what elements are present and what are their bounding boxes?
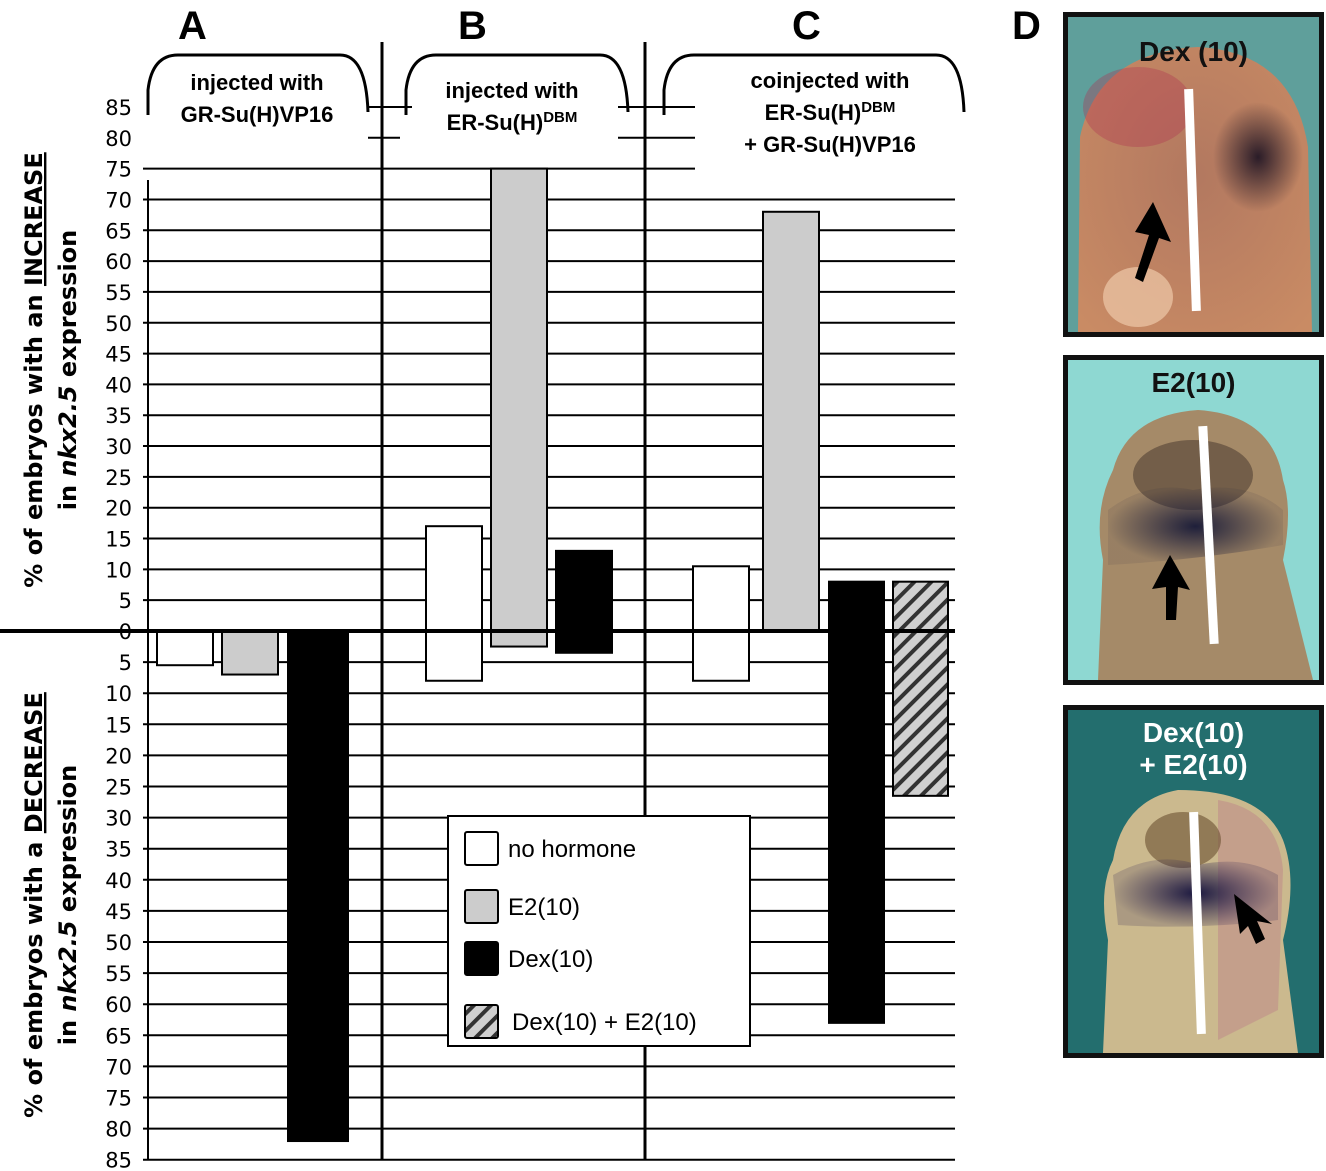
y-tick-label: 5 <box>119 589 132 613</box>
bar-increase <box>555 549 613 632</box>
legend-swatch <box>464 831 499 866</box>
arrow-icon <box>1152 555 1190 620</box>
y-tick-label: 10 <box>105 682 132 706</box>
y-tick-label: 25 <box>105 776 132 800</box>
y-tick-label: 45 <box>105 900 132 924</box>
y-tick-label: 55 <box>105 281 132 305</box>
panel-label: ER-Su(H)DBM <box>447 109 578 136</box>
y-tick-label: 30 <box>105 807 132 831</box>
axis-title-line1: % of embryos with an INCREASE <box>20 152 48 587</box>
panel-brace <box>404 53 630 115</box>
y-tick-label: 60 <box>105 250 132 274</box>
arrow-icon <box>1234 894 1272 944</box>
y-tick-label: 85 <box>105 1149 132 1171</box>
bar-decrease <box>221 630 279 676</box>
panel-letter-c: C <box>792 4 821 48</box>
y-tick-label: 65 <box>105 219 132 243</box>
panel-label: coinjected with <box>751 68 910 93</box>
y-tick-label: 10 <box>105 558 132 582</box>
bar-decrease <box>692 630 750 682</box>
arrow-icon <box>1135 202 1171 282</box>
y-tick-label: 35 <box>105 404 132 428</box>
y-tick-label: 65 <box>105 1024 132 1048</box>
embryo-photo-dex-e2: Dex(10) + E2(10) <box>1063 705 1324 1058</box>
labels: 8580757065605550454035302520151050510152… <box>20 68 916 1171</box>
bars <box>156 167 949 1143</box>
bar-decrease <box>828 630 885 1024</box>
y-tick-label: 60 <box>105 993 132 1017</box>
photo-label: E2(10) <box>1151 367 1236 398</box>
bar-decrease <box>892 630 949 797</box>
y-tick-label: 35 <box>105 838 132 862</box>
axis-title-line1: % of embryos with a DECREASE <box>20 692 48 1118</box>
y-tick-label: 75 <box>105 158 132 182</box>
y-tick-label: 30 <box>105 435 132 459</box>
y-tick-label: 50 <box>105 312 132 336</box>
panel-letter-b: B <box>458 4 487 48</box>
y-tick-label: 70 <box>105 1055 132 1079</box>
y-tick-label: 40 <box>105 373 132 397</box>
y-tick-label: 85 <box>105 96 132 120</box>
bar-decrease <box>490 630 548 648</box>
bar-increase <box>828 580 885 632</box>
panel-brace <box>146 53 370 115</box>
legend-label: E2(10) <box>508 894 580 921</box>
y-tick-label: 45 <box>105 343 132 367</box>
bar-increase <box>892 580 949 632</box>
y-tick-label: 55 <box>105 962 132 986</box>
bar-decrease <box>287 630 349 1143</box>
y-tick-label: 80 <box>105 1118 132 1142</box>
legend-label: Dex(10) <box>508 946 593 973</box>
panel-label: + GR-Su(H)VP16 <box>744 132 916 157</box>
embryo-photo-dex: Dex (10) <box>1063 12 1324 337</box>
panel-letter-d: D <box>1012 4 1041 48</box>
photo-label: Dex (10) <box>1139 36 1248 67</box>
panel-braces <box>146 53 966 115</box>
y-tick-label: 40 <box>105 869 132 893</box>
y-tick-label: 0 <box>119 620 132 644</box>
photo-label: Dex(10) <box>1142 717 1245 748</box>
bar-chart: 8580757065605550454035302520151050510152… <box>0 42 966 1171</box>
panel-label: GR-Su(H)VP16 <box>181 102 334 127</box>
panel-label: ER-Su(H)DBM <box>765 99 896 126</box>
photo-label: + E2(10) <box>1139 749 1248 780</box>
legend-label: Dex(10) + E2(10) <box>512 1009 697 1036</box>
embryo-image <box>1098 410 1313 680</box>
bar-increase <box>692 565 750 633</box>
y-tick-label: 50 <box>105 931 132 955</box>
y-tick-label: 15 <box>105 528 132 552</box>
bar-increase <box>490 167 548 632</box>
bar-decrease <box>555 630 613 654</box>
panel-label: injected with <box>445 78 578 103</box>
y-tick-label: 20 <box>105 497 132 521</box>
panel-label: injected with <box>190 70 323 95</box>
embryo-photo-e2: E2(10) <box>1063 355 1324 685</box>
legend-swatch <box>464 941 499 976</box>
bar-decrease <box>425 630 483 682</box>
y-tick-label: 5 <box>119 651 132 675</box>
panel-brace <box>662 53 966 115</box>
bar-increase <box>425 525 483 633</box>
y-tick-label: 70 <box>105 188 132 212</box>
y-tick-label: 15 <box>105 713 132 737</box>
legend-swatch <box>464 889 499 924</box>
bar-increase <box>762 210 820 632</box>
legend-label: no hormone <box>508 836 636 863</box>
bar-decrease <box>156 630 214 667</box>
panel-letter-a: A <box>178 4 207 48</box>
y-tick-label: 75 <box>105 1087 132 1111</box>
y-tick-label: 20 <box>105 744 132 768</box>
y-tick-label: 25 <box>105 466 132 490</box>
axis-title-line2: in nkx2.5 expression <box>54 230 82 511</box>
y-tick-label: 80 <box>105 127 132 151</box>
axis-title-line2: in nkx2.5 expression <box>54 765 82 1046</box>
legend-swatch <box>464 1004 499 1039</box>
